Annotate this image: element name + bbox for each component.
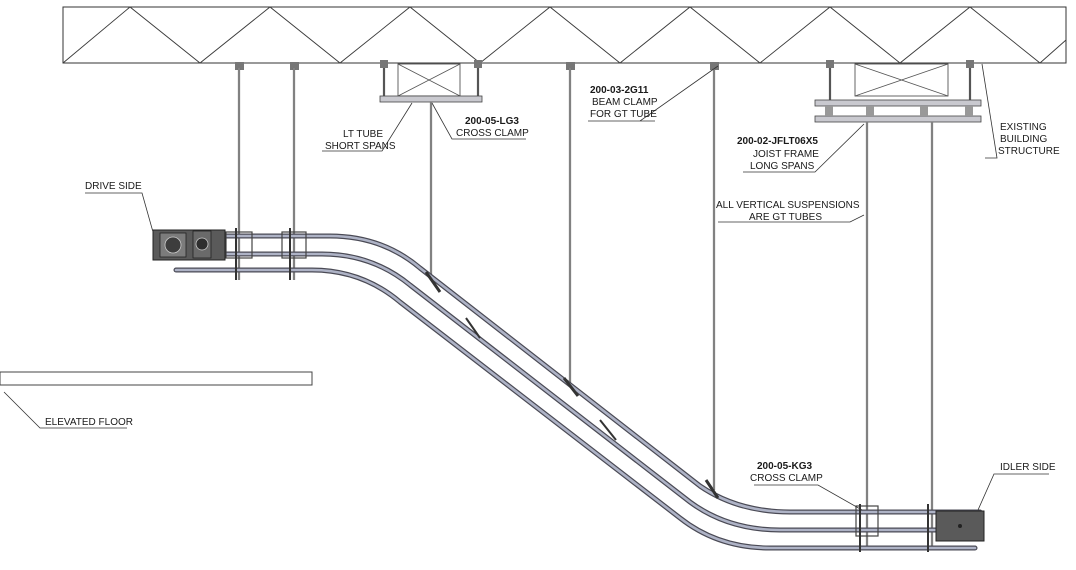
existing-structure-1: EXISTING <box>1000 122 1047 133</box>
lg3-part-label: 200-05-LG3 <box>465 116 519 127</box>
elevated-floor-label: ELEVATED FLOOR <box>45 417 133 428</box>
roof-truss <box>62 6 1067 64</box>
cross-clamps <box>225 228 929 552</box>
drive-unit <box>152 229 226 261</box>
vertical-suspensions-label-2: ARE GT TUBES <box>749 212 822 223</box>
joist-frame-part-label: 200-02-JFLT06X5 <box>737 136 818 147</box>
lg3-desc-label: CROSS CLAMP <box>456 128 529 139</box>
joist-frame-desc2: LONG SPANS <box>750 161 815 172</box>
kg3-desc-label: CROSS CLAMP <box>750 473 823 484</box>
idler-side-label: IDLER SIDE <box>1000 462 1056 473</box>
lt-tube-label: LT TUBE <box>343 129 383 140</box>
beam-clamps <box>235 62 719 70</box>
leader-lines <box>3 63 1049 511</box>
drive-side-label: DRIVE SIDE <box>85 181 142 192</box>
beam-clamp-desc2: FOR GT TUBE <box>590 109 657 120</box>
conveyor-rails <box>173 233 983 551</box>
vertical-suspensions <box>237 68 934 548</box>
joist-frame-desc1: JOIST FRAME <box>753 149 819 160</box>
existing-structure-3: STRUCTURE <box>998 146 1060 157</box>
vertical-suspensions-label-1: ALL VERTICAL SUSPENSIONS <box>716 200 860 211</box>
kg3-part-label: 200-05-KG3 <box>757 461 812 472</box>
idler-unit <box>935 510 985 542</box>
elevated-floor <box>0 371 313 386</box>
lt-tube-desc: SHORT SPANS <box>325 141 396 152</box>
joist-frame-right <box>814 60 982 123</box>
annotations: DRIVE SIDE LT TUBE SHORT SPANS 200-05-LG… <box>45 85 1060 484</box>
beam-clamp-part-label: 200-03-2G11 <box>590 85 649 96</box>
existing-structure-2: BUILDING <box>1000 134 1047 145</box>
beam-clamp-desc1: BEAM CLAMP <box>592 97 658 108</box>
joist-box-left <box>379 60 483 103</box>
